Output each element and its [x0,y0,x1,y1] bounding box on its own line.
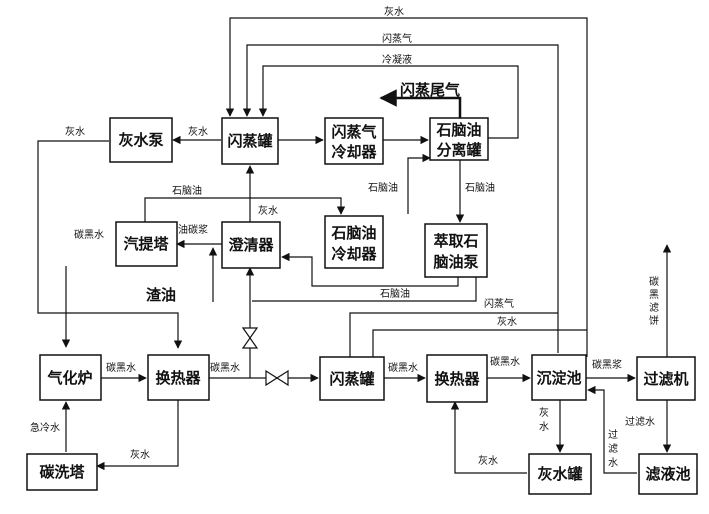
naphtha-cooler-label-1: 石脑油 [330,224,376,242]
line-naphtha-cooler-to-separator [407,153,431,214]
label-naphtha-top: 石脑油 [172,184,202,197]
naphtha-extract-pump-box: 萃取石 脑油泵 [424,223,488,278]
ash-pump-box: 灰水泵 [109,117,173,163]
line-naphtha-to-clarifier [252,277,477,302]
label-naphtha-to-clarifier: 石脑油 [380,287,410,300]
heat-exchanger-2-label: 换热器 [434,370,480,388]
flash-gas-cooler-box: 闪蒸气 冷却器 [324,117,384,165]
line-ash-pump-left [37,140,183,349]
label-carbon-black-water-1: 碳黑水 [106,361,136,374]
label-flash-gas-mid: 闪蒸气 [484,297,514,310]
label-carbon-black-cake-4: 饼 [649,314,659,327]
label-ash-water-tank-return: 灰水 [478,454,498,467]
label-carbon-black-water-left: 碳黑水 [74,228,104,241]
flash-drum-1-label: 闪蒸罐 [227,132,272,150]
label-quench-water: 急冷水 [30,421,60,434]
label-ash-water-bottom: 灰水 [130,448,150,461]
gasifier-box: 气化炉 [39,354,102,401]
line-stripper-to-naphtha-cooler [144,197,346,222]
label-top-condensate: 冷凝液 [382,53,412,66]
label-ash-water-left: 灰水 [65,125,85,138]
flash-gas-cooler-label-1: 闪蒸气 [331,123,376,141]
label-carbon-black-slurry: 碳黑浆 [592,358,622,371]
valve-vertical [241,327,259,349]
heat-exchanger-1-box: 换热器 [147,354,210,401]
label-carbon-black-water-4: 碳黑水 [490,355,520,368]
gasifier-label: 气化炉 [46,369,92,387]
line-ash-tank-to-hx2 [450,401,527,474]
carbon-wash-tower-box: 碳洗塔 [26,453,98,491]
label-naphtha-to-cooler: 石脑油 [368,181,398,194]
ash-water-tank-label: 灰水罐 [537,465,582,483]
clarifier-box: 澄清器 [221,221,281,269]
flash-drum-1-box: 闪蒸罐 [221,117,279,165]
label-top-flash-gas: 闪蒸气 [382,32,412,45]
filter-label: 过滤机 [643,370,688,388]
filtrate-tank-box: 滤液池 [638,453,698,495]
label-oil-carbon-slurry: 油碳浆 [178,223,208,236]
line-top-condensate [258,65,519,139]
line-filtrate-to-settling [587,385,637,474]
line-hx1-to-wash-tower [96,400,179,471]
line-extract-pump-to-clarifier [281,252,459,287]
flash-gas-cooler-label-2: 冷却器 [331,143,377,161]
flash-drum-2-box: 闪蒸罐 [319,356,385,401]
label-carbon-black-water-3: 碳黑水 [388,361,418,374]
label-naphtha-from-separator: 石脑油 [465,181,495,194]
label-carbon-black-cake-2: 黑 [649,289,659,301]
ash-pump-label: 灰水泵 [118,131,163,149]
label-flash-tail-gas: 闪蒸尾气 [400,81,460,99]
label-ash-water-clarifier: 灰水 [258,204,278,217]
naphtha-extract-pump-label-2: 脑油泵 [433,253,478,271]
naphtha-cooler-label-2: 冷却器 [331,245,377,263]
settling-tank-box: 沉淀池 [531,354,587,401]
line-top-flash-gas [242,44,559,353]
naphtha-cooler-box: 石脑油 冷却器 [324,215,384,269]
flash-drum-2-label: 闪蒸罐 [329,370,374,388]
label-top-ash-water: 灰水 [384,5,404,18]
naphtha-separator-label-2: 分离罐 [436,141,481,159]
filtrate-tank-label: 滤液池 [645,465,690,483]
valve-horizontal [265,369,289,387]
label-ash-water-settling-1: 灰 [539,406,549,419]
steam-stripper-box: 汽提塔 [115,221,178,267]
label-filtrate-water-v1: 过 [608,428,618,441]
line-top-ash-water [225,17,588,357]
steam-stripper-label: 汽提塔 [123,235,169,253]
label-carbon-black-cake-3: 滤 [649,301,659,314]
line-flash2-ash-up [372,329,587,357]
clarifier-label: 澄清器 [228,236,274,254]
ash-water-tank-box: 灰水罐 [528,453,592,495]
label-carbon-black-water-2: 碳黑水 [210,361,240,374]
filter-box: 过滤机 [636,356,696,401]
naphtha-extract-pump-label-1: 萃取石 [433,232,478,250]
line-flash-tail-gas [379,89,462,118]
naphtha-separator-box: 石脑油 分离罐 [429,117,489,161]
label-filtrate-water-v2: 滤 [608,442,618,455]
heat-exchanger-2-box: 换热器 [426,354,488,403]
label-filtrate-water-v3: 水 [608,457,618,469]
carbon-wash-tower-label: 碳洗塔 [39,463,85,481]
label-filtrate-water: 过滤水 [625,415,655,428]
label-ash-water-settling-2: 水 [539,421,549,433]
settling-tank-label: 沉淀池 [536,369,581,387]
label-ash-water-mid: 灰水 [497,315,517,328]
line-flash2-up [349,312,558,357]
label-slag-oil: 渣油 [146,286,176,304]
label-carbon-black-cake-1: 碳 [649,275,659,288]
naphtha-separator-label-1: 石脑油 [435,121,481,139]
label-ash-water-pump-to-flash: 灰水 [188,125,208,138]
heat-exchanger-1-label: 换热器 [155,369,201,387]
